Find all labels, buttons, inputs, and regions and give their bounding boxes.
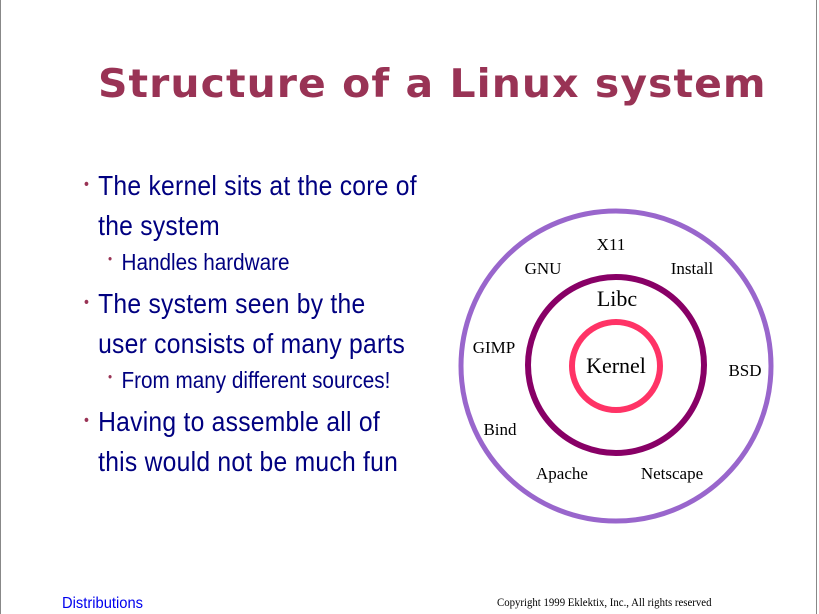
netscape-label: Netscape	[641, 464, 703, 483]
gimp-label: GIMP	[473, 338, 516, 357]
install-label: Install	[671, 259, 714, 278]
bullet-item: • The system seen by the user consists of …	[84, 284, 405, 364]
bullet-icon: •	[84, 294, 90, 311]
bullet-text: this would not be much fun	[98, 446, 399, 477]
middle-ring-libc	[525, 274, 707, 456]
bullet-item: • The kernel sits at the core of the syste…	[84, 166, 417, 246]
gnu-label: GNU	[525, 259, 562, 278]
bullet-text: Having to assemble all of	[98, 406, 380, 437]
copyright-notice: Copyright 1999 Eklektix, Inc., All right…	[497, 595, 712, 609]
bullet-item: • Having to assemble all of this would not…	[84, 402, 401, 482]
sub-bullet-item: • Handles hardware	[108, 246, 410, 278]
bind-label: Bind	[483, 420, 517, 439]
bsd-label: BSD	[728, 361, 761, 380]
libc-label: Libc	[597, 286, 638, 311]
distributions-link[interactable]: Distributions	[62, 595, 143, 612]
bullet-text: user consists of many parts	[98, 328, 406, 359]
kernel-label: Kernel	[586, 353, 646, 378]
bullet-icon: •	[108, 369, 113, 384]
bullet-text: The system seen by the	[98, 288, 366, 319]
sub-bullet-item: • From many different sources!	[108, 364, 410, 396]
sub-bullet-text: From many different sources!	[121, 367, 391, 393]
slide-title: Structure of a Linux system	[98, 62, 767, 107]
bullet-icon: •	[84, 412, 90, 429]
inner-ring-kernel	[569, 319, 663, 413]
bullet-text: The kernel sits at the core of	[98, 170, 417, 201]
apache-label: Apache	[536, 464, 588, 483]
outer-ring-applications	[458, 208, 774, 524]
bullet-list: • The kernel sits at the core of the syste…	[84, 166, 444, 482]
bullet-text: the system	[98, 210, 220, 241]
sub-bullet-text: Handles hardware	[121, 249, 290, 275]
x11-label: X11	[597, 235, 626, 254]
bullet-icon: •	[108, 251, 113, 266]
bullet-icon: •	[84, 176, 90, 193]
